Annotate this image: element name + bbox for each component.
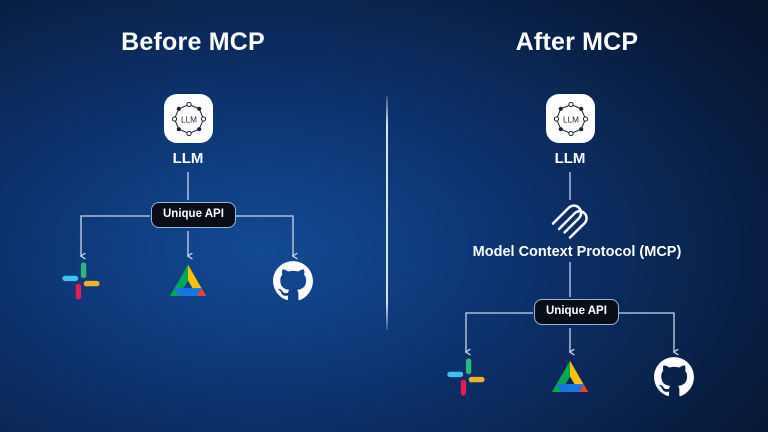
mcp-label: Model Context Protocol (MCP) — [472, 244, 682, 260]
google-drive-icon — [551, 360, 589, 392]
service-google-drive-before[interactable] — [165, 258, 211, 304]
service-slack-before[interactable] — [58, 258, 104, 304]
mcp-logo-icon — [551, 204, 588, 239]
slack-icon — [447, 358, 485, 396]
llm-label-before: LLM — [172, 150, 204, 167]
service-google-drive-after[interactable] — [547, 354, 593, 400]
panel-divider — [386, 96, 388, 330]
github-icon — [654, 357, 694, 397]
llm-icon-badge-text: LLM — [563, 115, 579, 124]
service-slack-after[interactable] — [443, 354, 489, 400]
service-github-after[interactable] — [651, 354, 697, 400]
llm-icon-badge-text: LLM — [181, 115, 197, 124]
github-icon — [273, 261, 313, 301]
llm-icon-tile-before: LLM — [164, 94, 213, 143]
panel-title-before: Before MCP — [121, 28, 265, 56]
slack-icon — [62, 262, 100, 300]
unique-api-box-after[interactable]: Unique API — [534, 299, 619, 325]
unique-api-box-before[interactable]: Unique API — [151, 202, 236, 228]
llm-label-after: LLM — [554, 150, 586, 167]
llm-network-icon: LLM — [171, 101, 206, 136]
google-drive-icon — [169, 264, 207, 296]
llm-icon-tile-after: LLM — [546, 94, 595, 143]
panel-title-after: After MCP — [515, 28, 639, 56]
llm-network-icon: LLM — [553, 101, 588, 136]
service-github-before[interactable] — [270, 258, 316, 304]
